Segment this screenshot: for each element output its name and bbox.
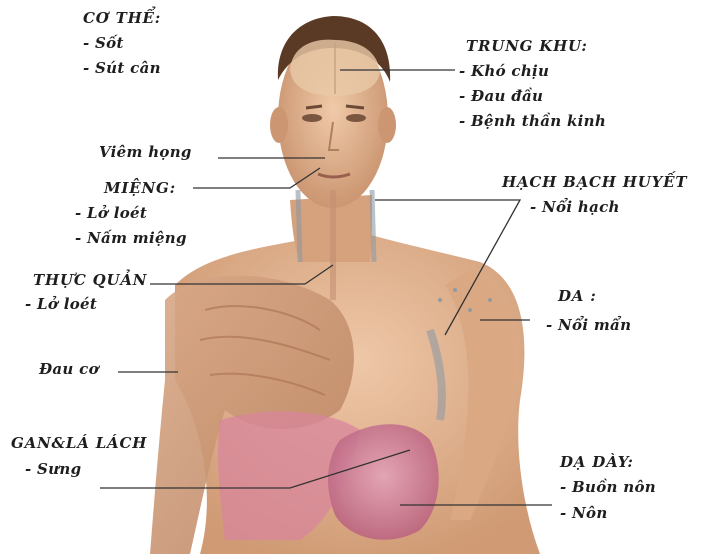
body-symptom-weight-loss: - Sút cân: [83, 61, 161, 76]
muscle-label: Đau cơ: [39, 362, 99, 377]
throat-label: Viêm họng: [99, 145, 192, 160]
central-symptom-headache: - Đau đầu: [459, 89, 543, 104]
esophagus-symptom-ulcers: - Lở loét: [25, 297, 97, 312]
liver-spleen-label-title: GAN&LÁ LÁCH: [11, 436, 147, 451]
lymph-label-title: HẠCH BẠCH HUYẾT: [502, 175, 687, 190]
central-symptom-malaise: - Khó chịu: [459, 64, 549, 79]
skin-symptom-rash: - Nổi mẩn: [546, 318, 631, 333]
central-symptom-neuropathy: - Bệnh thần kinh: [459, 114, 606, 129]
body-symptom-fever: - Sốt: [83, 36, 124, 51]
stomach: [328, 424, 439, 540]
liver-spleen-symptom-swelling: - Sưng: [25, 462, 81, 477]
stomach-label-title: DẠ DÀY:: [560, 455, 634, 470]
esophagus-label-title: THỰC QUẢN: [33, 273, 147, 288]
mouth-symptom-ulcers: - Lở loét: [75, 206, 147, 221]
central-label-title: TRUNG KHU:: [466, 39, 588, 54]
lymph-symptom-swollen: - Nổi hạch: [530, 200, 620, 215]
mouth-symptom-thrush: - Nấm miệng: [75, 231, 187, 246]
stomach-symptom-nausea: - Buồn nôn: [560, 480, 656, 495]
mouth-label-title: MIỆNG:: [104, 181, 176, 196]
skin-label-title: DA :: [558, 289, 597, 304]
stomach-symptom-vomiting: - Nôn: [560, 506, 608, 521]
body-label-title: CƠ THỂ:: [83, 11, 161, 26]
